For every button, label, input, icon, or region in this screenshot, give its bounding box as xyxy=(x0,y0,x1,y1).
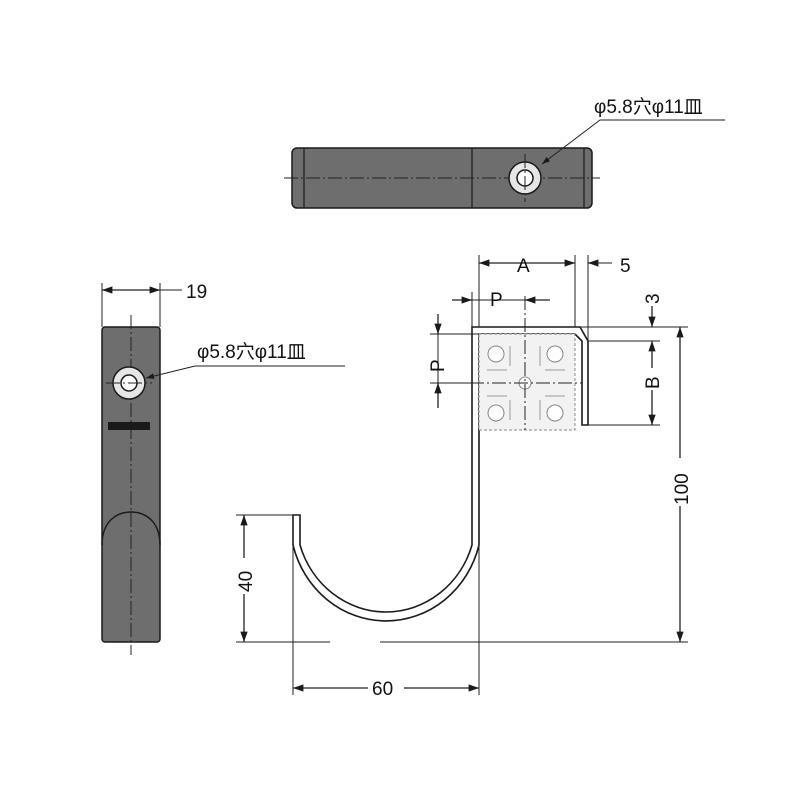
hook-dimensions: A 5 P P 3 B 100 xyxy=(235,255,693,700)
dim-B-label: B xyxy=(643,376,664,389)
side-hole-leader xyxy=(145,365,345,379)
dim-19-label: 19 xyxy=(186,282,207,303)
dim-P-h-label: P xyxy=(490,290,503,311)
dim-A-label: A xyxy=(517,256,530,277)
dim-40-label: 40 xyxy=(236,571,257,592)
dim-P-v-label: P xyxy=(428,359,449,372)
dim-100-label: 100 xyxy=(672,473,693,505)
dim-3-label: 3 xyxy=(643,293,664,304)
side-view-bend xyxy=(101,511,161,546)
top-hole-leader xyxy=(541,119,725,165)
dim-60-label: 60 xyxy=(372,679,393,700)
hook-profile-outline xyxy=(292,326,589,622)
side-view: 19 φ5.8穴φ11皿 xyxy=(101,282,345,655)
top-view: φ5.8穴φ11皿 xyxy=(284,96,725,209)
brand-logo xyxy=(108,422,150,430)
dim-5-label: 5 xyxy=(620,256,631,277)
side-hole-spec-label: φ5.8穴φ11皿 xyxy=(197,341,306,363)
aluminum-profile-section xyxy=(478,333,576,431)
top-hole-spec-label: φ5.8穴φ11皿 xyxy=(594,96,703,118)
hook-profile xyxy=(292,296,589,622)
